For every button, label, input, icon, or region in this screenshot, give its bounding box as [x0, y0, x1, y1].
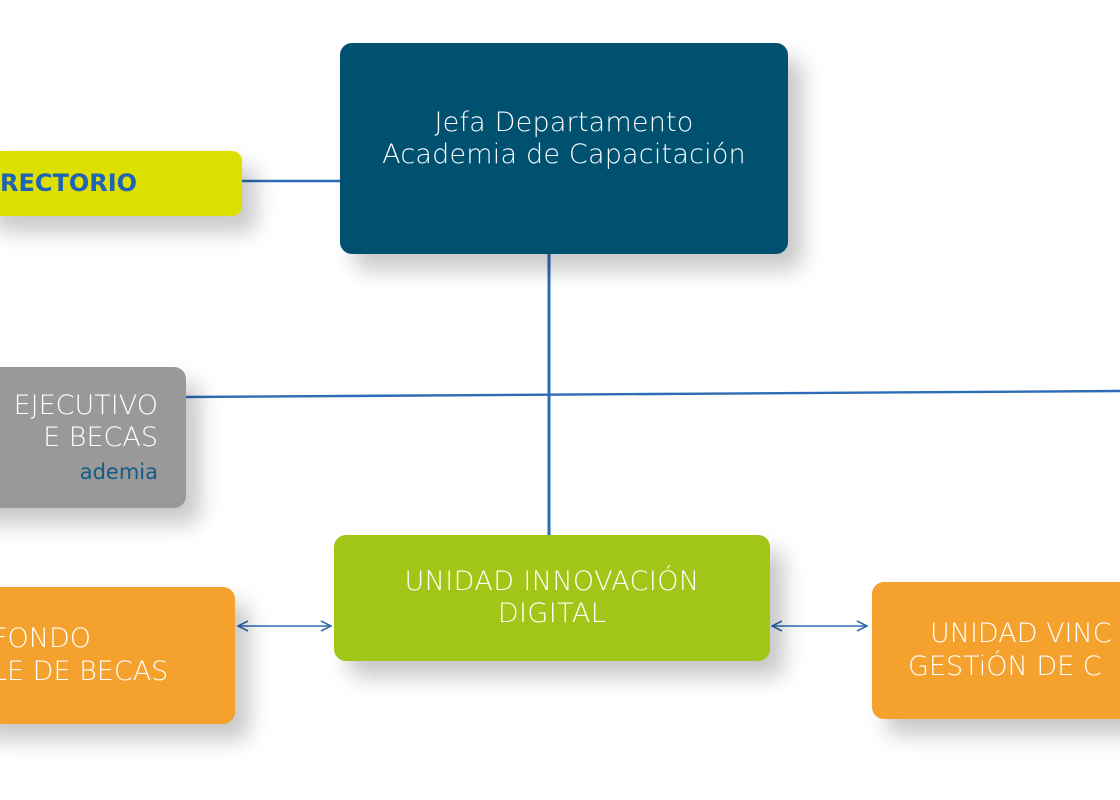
directorio-node: RECTORIO	[0, 151, 242, 216]
ejecutivo-line2: E BECAS	[43, 421, 158, 453]
innovacion-line2: DIGITAL	[497, 598, 607, 629]
jefa-title-line1: Jefa Departamento	[434, 107, 694, 138]
ejecutivo-line1: EJECUTIVO	[13, 389, 158, 421]
ejecutivo-becas-node: EJECUTIVO E BECAS ademia	[0, 367, 186, 508]
fondo-line2: LE DE BECAS	[0, 655, 169, 687]
unidad-innovacion-node: UNIDAD INNOVACIÓN DIGITAL	[334, 535, 770, 661]
fondo-becas-node: FONDO LE DE BECAS	[0, 587, 235, 724]
unidad-vinculacion-node: UNIDAD VINC GESTiÓN DE C	[872, 582, 1120, 719]
connector-horizontal-branch	[185, 389, 1120, 399]
vinculacion-line1: UNIDAD VINC	[930, 618, 1112, 650]
jefa-departamento-node: Jefa Departamento Academia de Capacitaci…	[340, 43, 788, 254]
directorio-label: RECTORIO	[0, 169, 138, 198]
fondo-line1: FONDO	[0, 623, 92, 655]
ejecutivo-line3: ademia	[79, 460, 158, 485]
jefa-title-line2: Academia de Capacitación	[382, 139, 746, 171]
innovacion-line1: UNIDAD INNOVACIÓN	[404, 565, 700, 597]
vinculacion-line2: GESTiÓN DE C	[908, 650, 1102, 682]
